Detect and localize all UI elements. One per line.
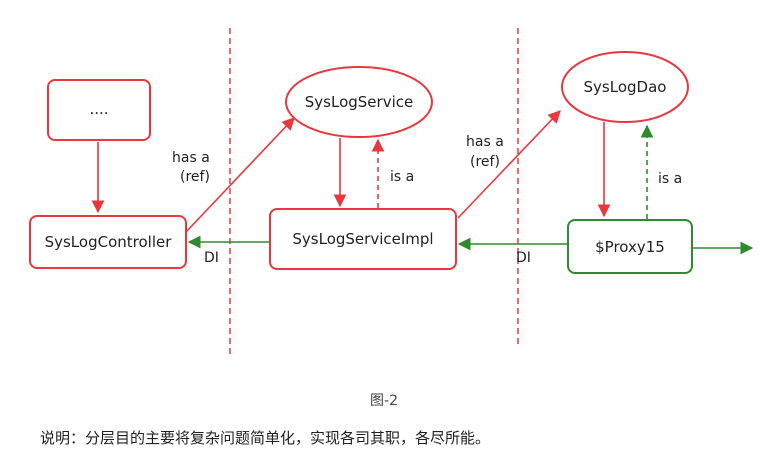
- di-label-left: DI: [204, 250, 219, 266]
- description-note: 说明：分层目的主要将复杂问题简单化，实现各司其职，各尽所能。: [40, 429, 491, 447]
- proxy-label: $Proxy15: [595, 238, 665, 256]
- dao-label: SysLogDao: [584, 78, 667, 96]
- controller-node: SysLogController: [29, 215, 187, 269]
- service-impl-label: SysLogServiceImpl: [292, 230, 433, 248]
- dao-node: SysLogDao: [561, 51, 689, 123]
- architecture-diagram: .... SysLogController SysLogService SysL…: [29, 28, 754, 355]
- impl-has-dao-arrow: [457, 110, 561, 219]
- controller-has-service-arrow: [185, 117, 295, 233]
- dots-node: ....: [47, 79, 151, 141]
- service-impl-node: SysLogServiceImpl: [269, 208, 457, 270]
- ref-label-right: (ref): [470, 154, 500, 170]
- service-label: SysLogService: [305, 93, 413, 111]
- proxy-node: $Proxy15: [567, 219, 693, 274]
- service-node: SysLogService: [285, 66, 433, 138]
- figure-caption: 图-2: [370, 393, 398, 409]
- is-a-label-left: is a: [390, 169, 414, 185]
- is-a-label-right: is a: [658, 171, 682, 187]
- has-a-label-right: has a: [466, 134, 504, 150]
- dots-label: ....: [89, 100, 108, 118]
- ref-label-left: (ref): [180, 169, 210, 185]
- di-label-right: DI: [516, 250, 531, 266]
- controller-label: SysLogController: [45, 233, 173, 251]
- has-a-label-left: has a: [172, 150, 210, 166]
